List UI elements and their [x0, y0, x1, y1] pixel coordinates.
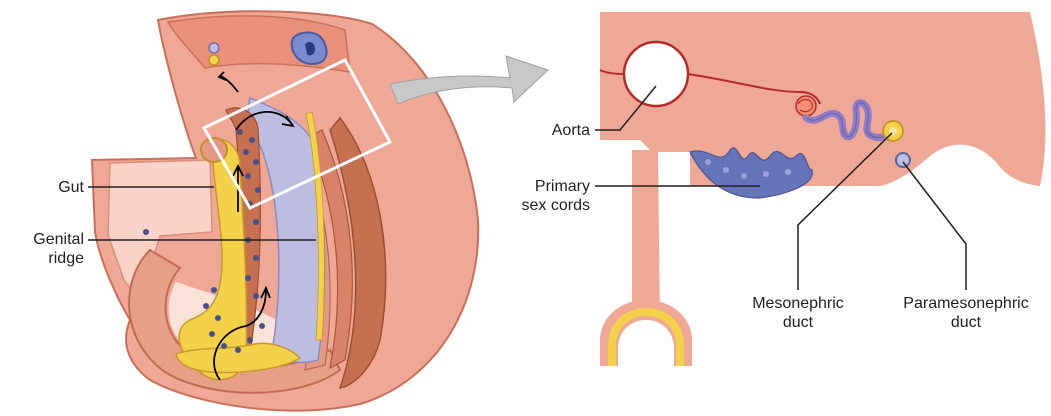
- mesentery-stalk: [632, 150, 660, 326]
- label-genital-ridge: Genital ridge: [10, 230, 84, 268]
- paramesonephric-duct-leader: [903, 162, 966, 290]
- label-aorta-text: Aorta: [520, 121, 590, 140]
- label-primary-sex-cords-line-1: Primary: [490, 177, 590, 196]
- label-aorta: Aorta: [520, 121, 590, 140]
- glomerulus: [796, 96, 816, 116]
- label-gut-text: Gut: [40, 178, 84, 197]
- label-primary-sex-cords: Primary sex cords: [490, 177, 590, 215]
- vessel-top-2: [209, 55, 219, 65]
- label-paramesonephric-duct: Paramesonephric duct: [884, 294, 1048, 332]
- label-paramesonephric-duct-line-2: duct: [884, 313, 1048, 332]
- label-genital-ridge-line-2: ridge: [10, 249, 84, 268]
- vessel-top-1: [209, 43, 219, 53]
- label-genital-ridge-line-1: Genital: [10, 230, 84, 249]
- label-primary-sex-cords-line-2: sex cords: [490, 196, 590, 215]
- label-mesonephric-duct-line-1: Mesonephric: [736, 294, 860, 313]
- label-gut: Gut: [40, 178, 84, 197]
- label-paramesonephric-duct-line-1: Paramesonephric: [884, 294, 1048, 313]
- label-mesonephric-duct: Mesonephric duct: [736, 294, 860, 332]
- aorta-vessel: [624, 42, 688, 106]
- paramesonephric-duct-vessel: [896, 153, 910, 167]
- label-mesonephric-duct-line-2: duct: [736, 313, 860, 332]
- embryo-section: [92, 11, 478, 410]
